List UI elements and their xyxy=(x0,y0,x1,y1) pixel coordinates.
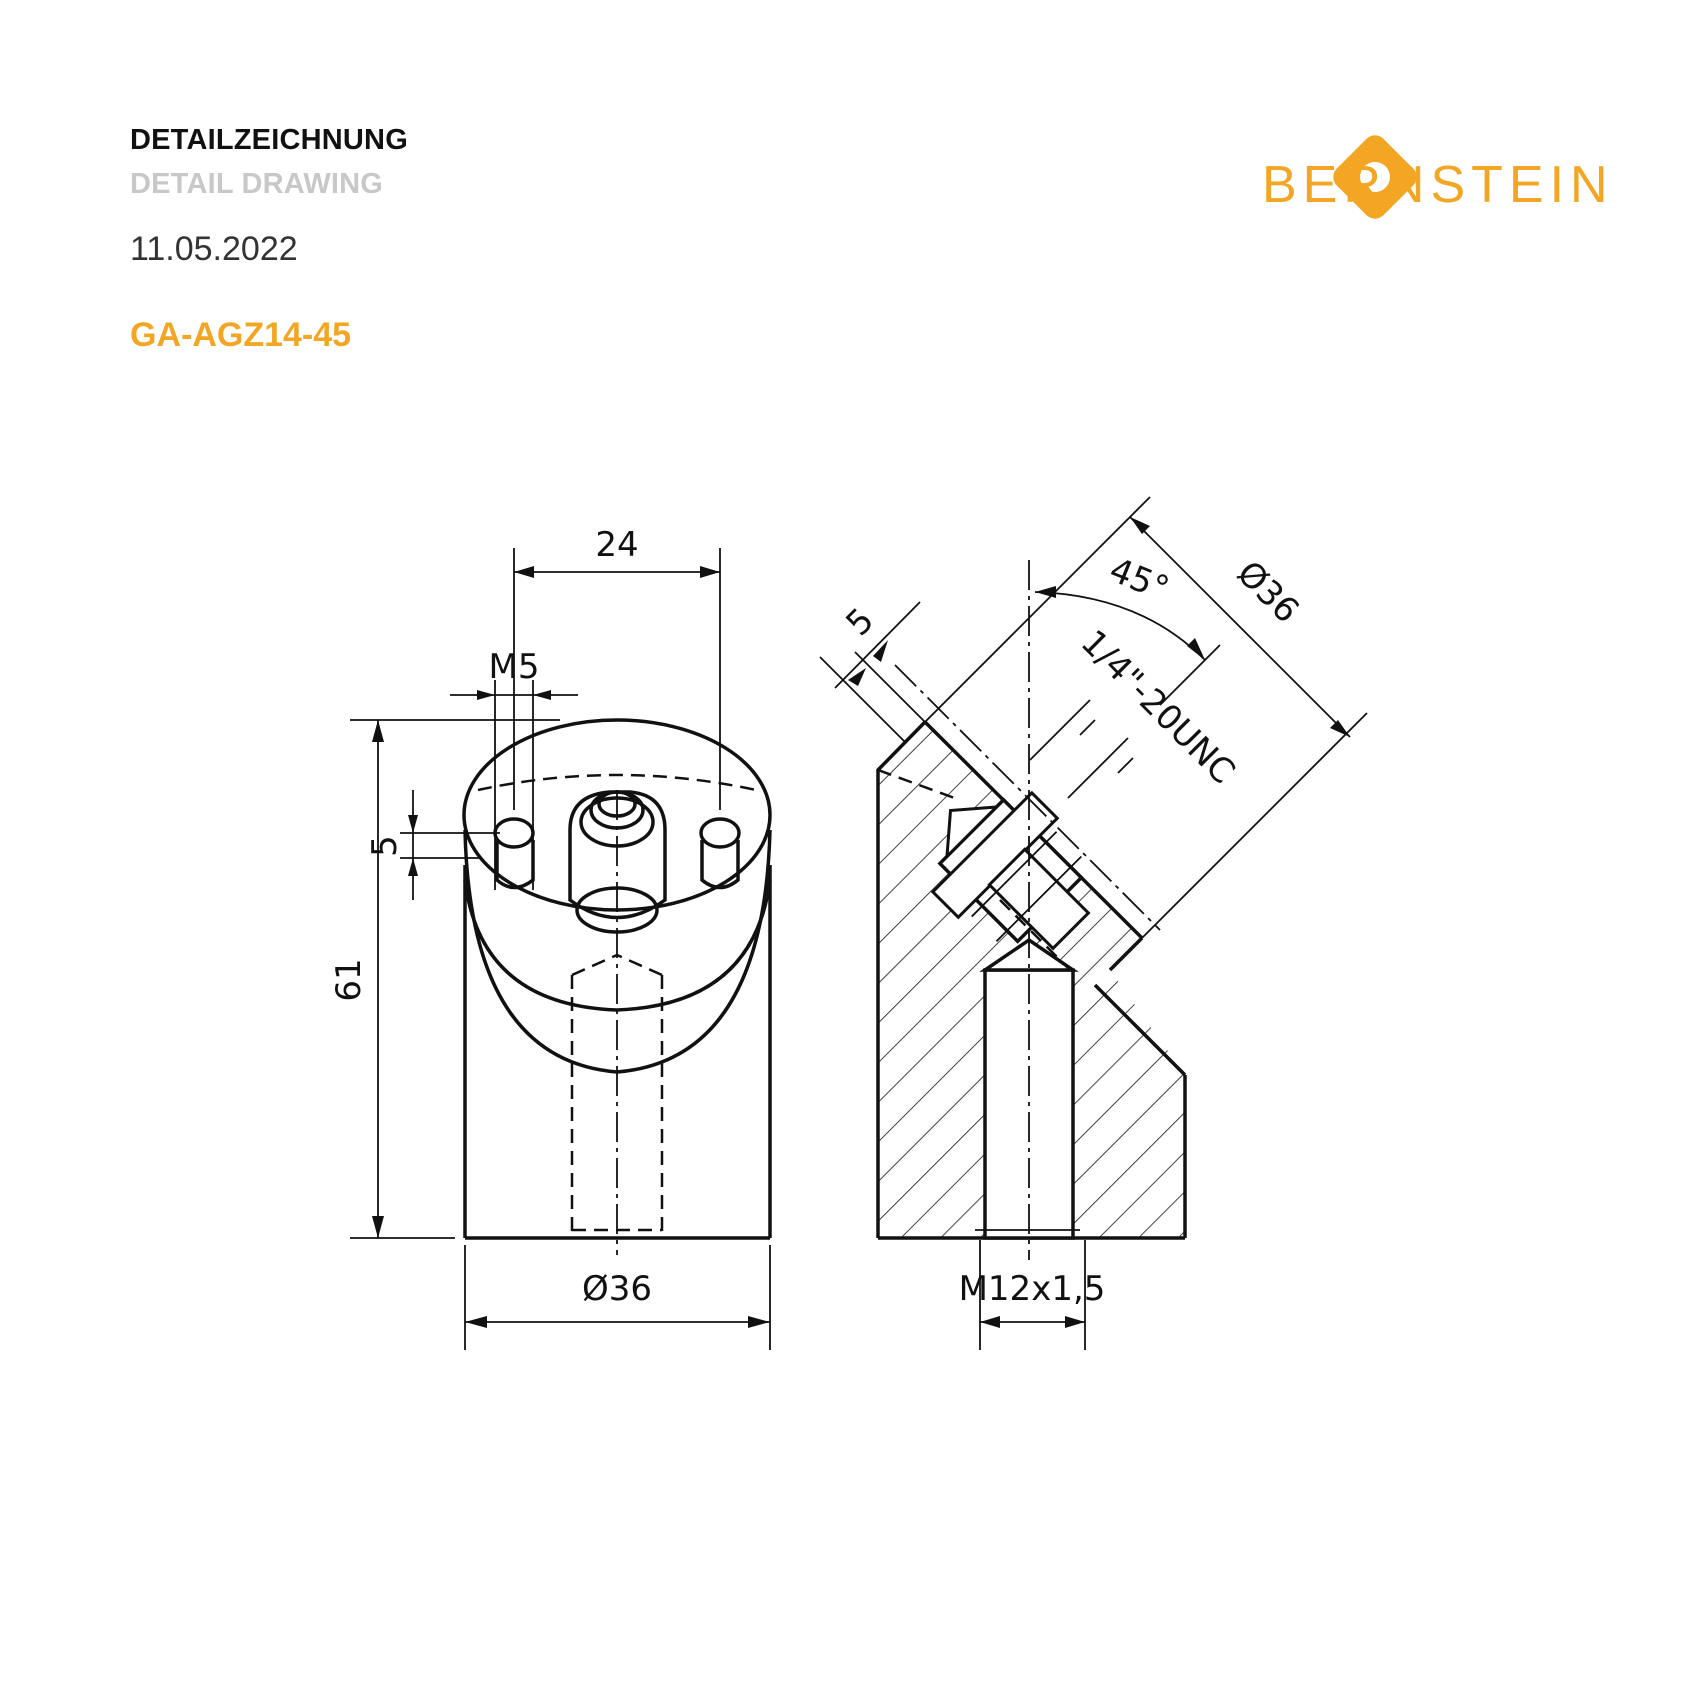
dim-label-diameter-front: Ø36 xyxy=(582,1269,652,1309)
dim-front-m5: M5 xyxy=(450,647,578,890)
dim-label-5-side: 5 xyxy=(838,600,882,644)
dim-label-diameter-side: Ø36 xyxy=(1229,553,1307,631)
dim-side-5: 5 xyxy=(819,600,926,743)
side-view xyxy=(876,560,1187,1260)
brand-name: BERNSTEIN xyxy=(1262,156,1614,214)
drawing-date: 11.05.2022 xyxy=(130,230,298,268)
dim-label-45: 45° xyxy=(1104,550,1175,610)
dim-label-m5: M5 xyxy=(489,647,540,687)
bernstein-diamond-logo-icon xyxy=(1333,135,1417,219)
dim-front-5: 5 xyxy=(365,790,500,900)
dim-front-24: 24 xyxy=(513,525,721,810)
dim-label-24: 24 xyxy=(595,525,638,565)
dim-side-thread-bottom: M12x1,5 xyxy=(959,1240,1106,1350)
front-view xyxy=(462,718,772,1255)
dim-side-thread-top: 1/4"-20UNC xyxy=(1029,622,1243,799)
dim-front-diameter: Ø36 xyxy=(464,1245,771,1350)
dim-label-61: 61 xyxy=(329,958,369,1001)
drawing-title-english: DETAIL DRAWING xyxy=(130,168,384,200)
drawing-title-german: DETAILZEICHNUNG xyxy=(130,124,408,156)
dim-label-m12: M12x1,5 xyxy=(959,1269,1106,1309)
dim-front-61: 61 xyxy=(329,719,560,1239)
dim-label-5-front: 5 xyxy=(365,835,405,857)
part-number: GA-AGZ14-45 xyxy=(130,316,352,354)
